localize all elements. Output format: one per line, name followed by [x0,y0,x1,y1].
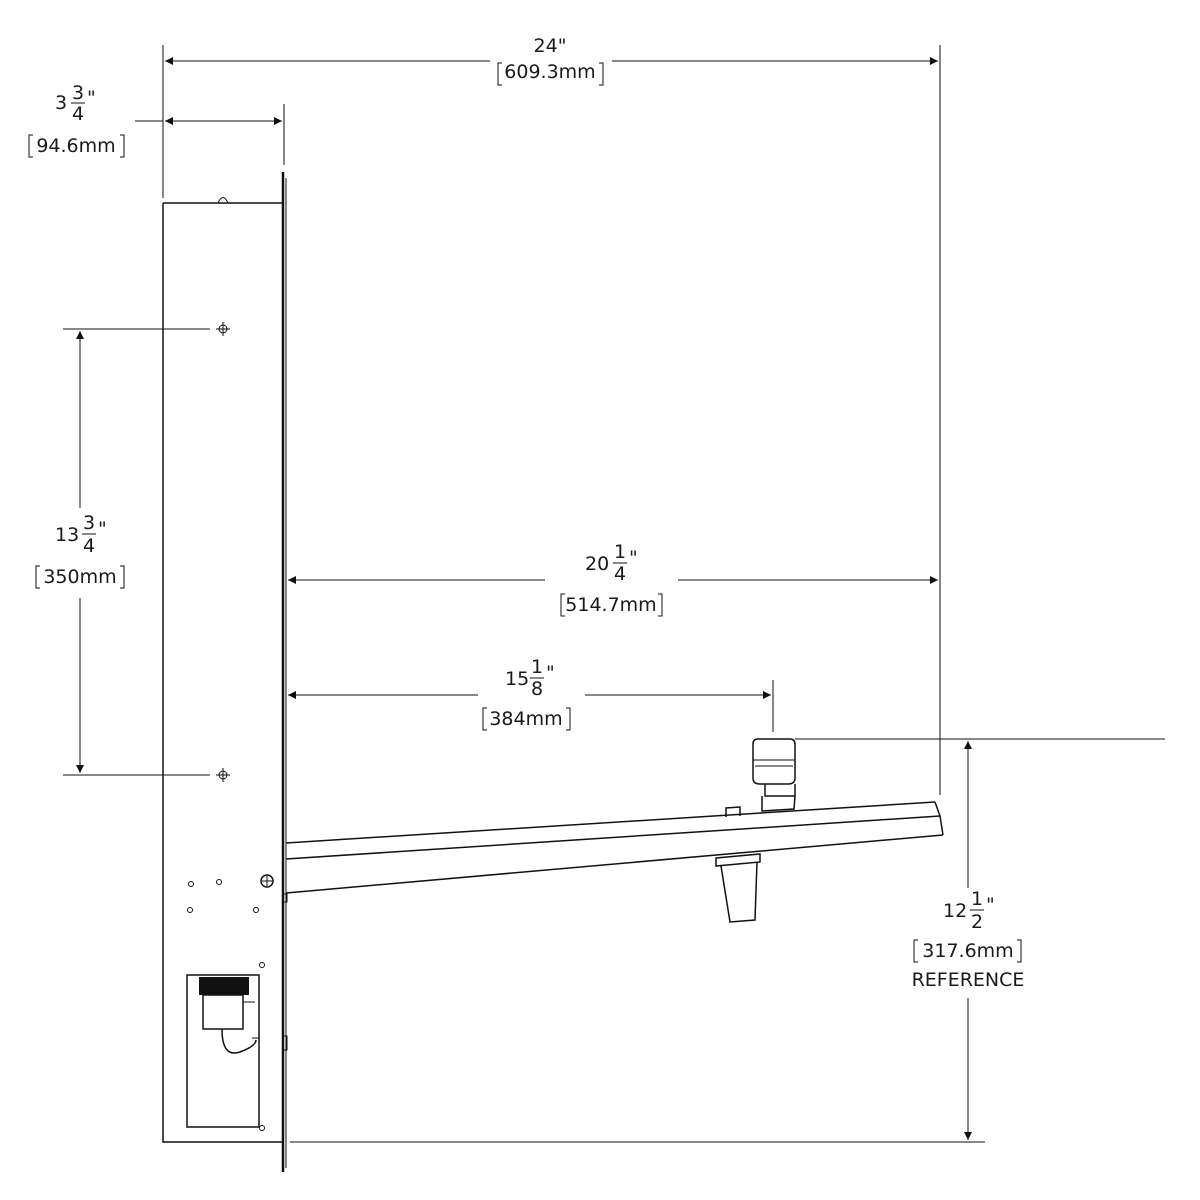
arm-reach-numerator: 1 [614,541,626,563]
arm-reach-denominator: 4 [614,563,626,585]
spout-reach-denominator: 8 [531,678,543,700]
spout-height-whole: 12 [943,900,967,922]
wall-depth-inch-mark: " [87,87,96,109]
dimension-spout-reach: 15 1 8 " 384mm [288,656,771,731]
dimension-mount-spacing: 13 3 4 " 350mm [35,331,125,773]
spout-height-denominator: 2 [971,911,983,933]
wall-depth-whole: 3 [55,92,67,114]
valve-compartment [186,974,260,1128]
fountain-arm [285,801,944,923]
spout-reach-metric: 384mm [489,708,562,730]
dimension-arm-reach: 20 1 4 " 514.7mm [288,541,938,617]
spout-reach-inch-mark: " [546,662,555,684]
dimension-spout-height: 12 1 2 " 317.6mm REFERENCE [912,741,1025,1140]
arm-reach-metric: 514.7mm [565,594,656,616]
wall-depth-denominator: 4 [72,103,84,125]
mount-spacing-denominator: 4 [83,535,95,557]
arm-reach-whole: 20 [585,553,609,575]
overall-width-metric: 609.3mm [504,61,595,83]
mount-spacing-inch-mark: " [98,518,107,540]
wall-depth-numerator: 3 [72,82,84,104]
arm-reach-inch-mark: " [629,547,638,569]
mount-hole-top [216,322,230,336]
phillips-screw-icon [260,874,274,888]
spout-reach-numerator: 1 [531,656,543,678]
spout-height-note: REFERENCE [912,969,1025,991]
mount-spacing-whole: 13 [55,524,79,546]
wall-housing [162,172,288,1172]
mount-spacing-numerator: 3 [83,512,95,534]
extension-lines [63,45,1165,1143]
bubbler-spout [752,738,796,812]
mount-spacing-metric: 350mm [43,566,116,588]
spout-height-metric: 317.6mm [922,940,1013,962]
spout-reach-whole: 15 [505,668,529,690]
dimension-wall-depth: 3 3 4 " 94.6mm [28,82,282,158]
dimension-overall-width: 24" 609.3mm [165,35,938,86]
mount-hole-bottom [216,768,230,782]
spout-height-inch-mark: " [986,894,995,916]
spout-height-numerator: 1 [971,888,983,910]
wall-depth-metric: 94.6mm [36,135,115,157]
overall-width-imperial: 24" [534,35,567,57]
